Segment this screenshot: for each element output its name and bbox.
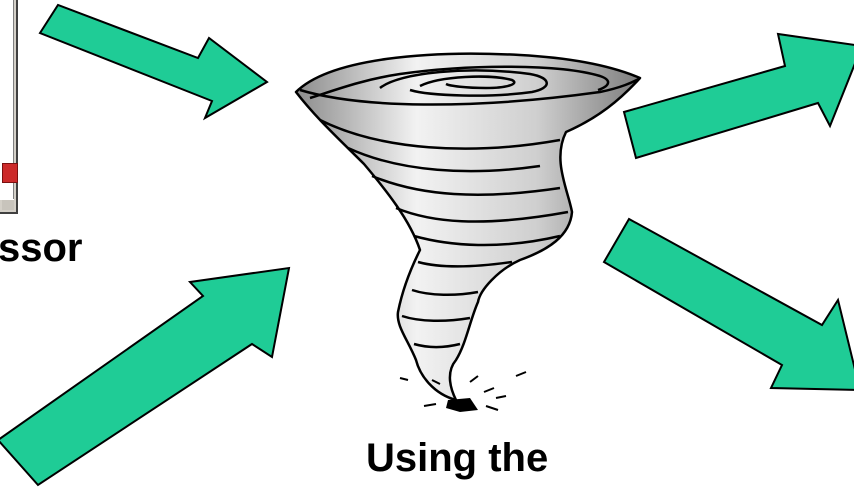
red-button[interactable] [2,163,18,183]
arrow-bottom-right [604,219,854,390]
arrow-top-left [40,5,267,118]
scrollbar-corner [2,199,14,210]
arrow-top-right [624,34,854,158]
tornado-icon [296,54,640,412]
bottom-label: Using the [366,436,548,481]
window-icon [0,0,18,214]
left-label: ssor [0,226,83,271]
arrow-bottom-left [0,268,289,485]
